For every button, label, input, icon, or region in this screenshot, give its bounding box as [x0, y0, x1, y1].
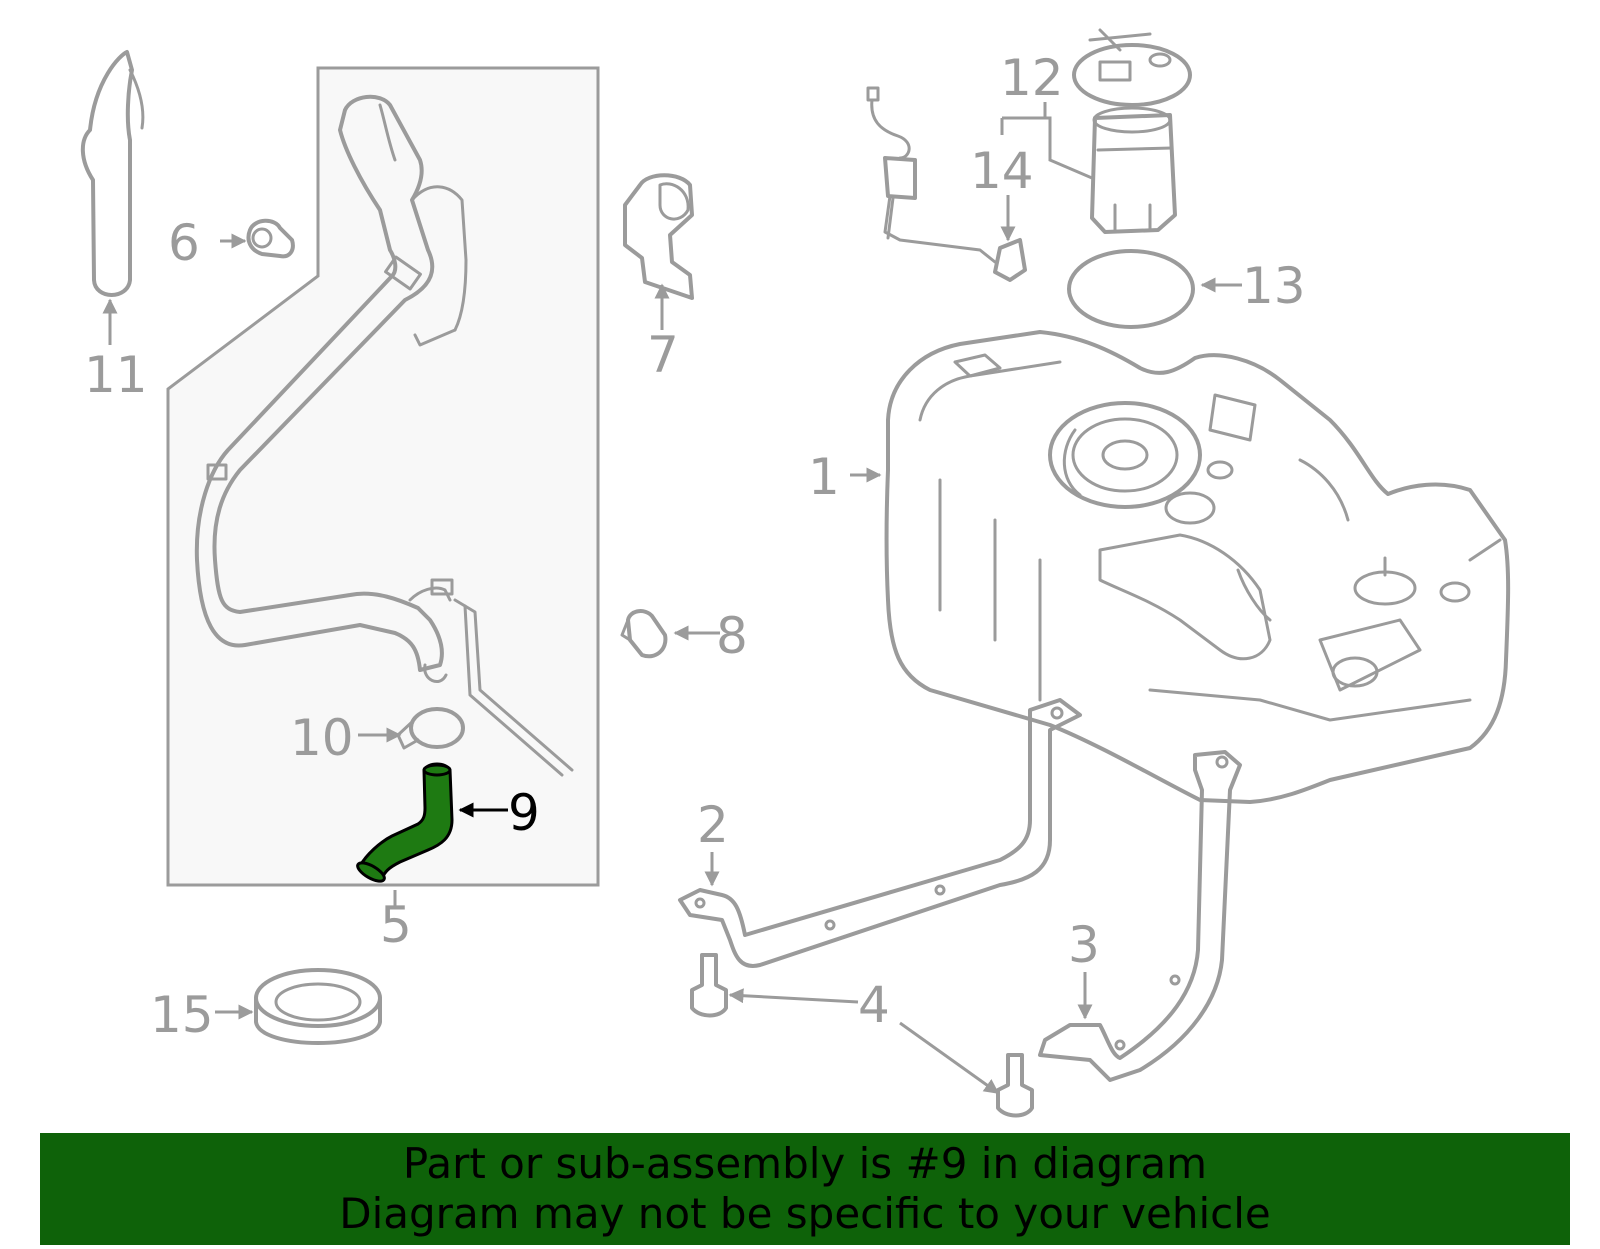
callout-6: 6	[168, 214, 200, 272]
callout-4: 4	[858, 976, 890, 1034]
assembly-box-5	[166, 66, 600, 887]
part-4-bolts	[690, 953, 1034, 1118]
part-1-fuel-tank	[884, 330, 1511, 804]
callout-14: 14	[970, 142, 1034, 200]
part-14-sender-unit	[866, 86, 1027, 282]
callout-15: 15	[150, 986, 214, 1044]
part-5-filler-neck	[194, 94, 574, 777]
callout-2: 2	[697, 796, 729, 854]
part-2-tank-strap	[678, 698, 1082, 968]
part-15-lock-ring	[254, 968, 382, 1045]
callout-10: 10	[290, 709, 354, 767]
part-8-push-pin	[620, 609, 668, 659]
part-3-tank-strap	[1038, 750, 1242, 1082]
callout-11: 11	[84, 346, 148, 404]
part-12-fuel-pump	[1072, 28, 1192, 234]
part-6-bolt	[246, 218, 295, 259]
callout-13: 13	[1242, 257, 1306, 315]
part-13-o-ring	[1067, 249, 1195, 329]
callout-8: 8	[716, 607, 748, 665]
info-banner: Part or sub-assembly is #9 in diagram Di…	[40, 1133, 1570, 1245]
banner-line-1: Part or sub-assembly is #9 in diagram	[402, 1139, 1208, 1188]
callout-9: 9	[508, 784, 540, 842]
callout-7: 7	[647, 326, 679, 384]
banner-line-2: Diagram may not be specific to your vehi…	[339, 1189, 1271, 1238]
callout-12: 12	[1000, 49, 1064, 107]
leader-lines	[102, 102, 1242, 1095]
callout-5: 5	[380, 896, 412, 954]
part-9-hose-highlighted	[356, 762, 454, 883]
part-7-bracket	[623, 173, 694, 300]
callout-1: 1	[808, 448, 840, 506]
part-11-filler-guard	[80, 50, 145, 297]
callout-3: 3	[1068, 916, 1100, 974]
